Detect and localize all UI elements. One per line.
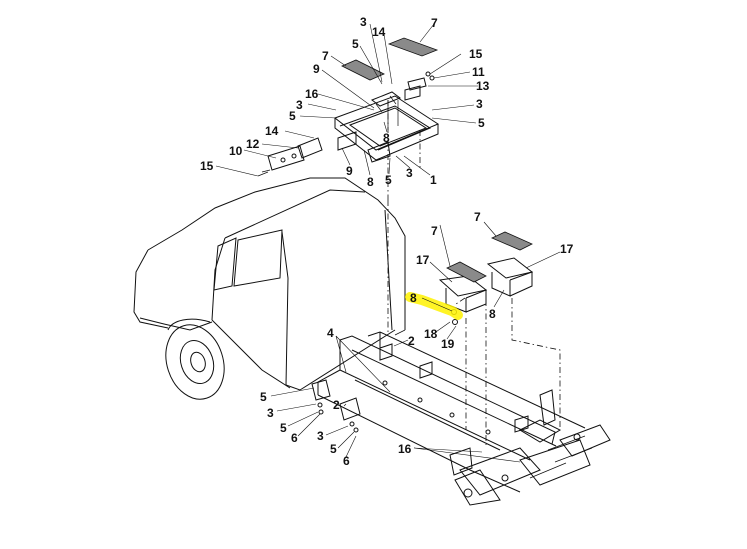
hardware-right-upper xyxy=(407,71,435,91)
callout-4-a: 4 xyxy=(327,326,334,340)
highlight-marker-item-8 xyxy=(405,292,463,320)
callout-17-b: 17 xyxy=(560,242,574,256)
callout-15-b: 15 xyxy=(200,159,214,173)
callout-16-b: 16 xyxy=(398,442,412,456)
callout-5-b: 5 xyxy=(289,109,296,123)
pad-top-left xyxy=(341,59,385,81)
callout-14-b: 14 xyxy=(265,124,279,138)
assembly-centerlines xyxy=(387,100,561,445)
callout-2-a: 2 xyxy=(408,334,415,348)
callout-6-b: 6 xyxy=(343,454,350,468)
callout-6-a: 6 xyxy=(291,431,298,445)
callout-8-b: 8 xyxy=(367,175,374,189)
callout-13-a: 13 xyxy=(476,79,490,93)
callout-8-d: 8 xyxy=(489,307,496,321)
callout-19-a: 19 xyxy=(441,337,455,351)
callout-15-a: 15 xyxy=(469,47,483,61)
callout-3-e: 3 xyxy=(267,406,274,420)
callout-7-c: 7 xyxy=(431,224,438,238)
mid-mount-left xyxy=(438,275,488,325)
callout-5-g: 5 xyxy=(330,442,337,456)
callout-7-d: 7 xyxy=(474,210,481,224)
callout-5-a: 5 xyxy=(352,37,359,51)
callout-9-a: 9 xyxy=(313,62,320,76)
callout-5-e: 5 xyxy=(260,390,267,404)
leader-lines xyxy=(215,23,561,463)
callout-3-c: 3 xyxy=(476,97,483,111)
callout-1-a: 1 xyxy=(430,173,437,187)
bracket-left-upper xyxy=(257,137,323,177)
callout-9-b: 9 xyxy=(346,164,353,178)
callout-5-d: 5 xyxy=(385,173,392,187)
callout-3-a: 3 xyxy=(360,15,367,29)
mount-bracket-left-middle xyxy=(339,397,361,433)
callout-10-a: 10 xyxy=(229,144,243,158)
mount-bracket-left-lower xyxy=(311,379,331,415)
callout-8-c: 8 xyxy=(410,291,417,305)
callout-3-b: 3 xyxy=(296,98,303,112)
truck-cab xyxy=(133,177,406,400)
chassis-frame xyxy=(317,331,611,506)
pad-middle-left xyxy=(446,261,487,283)
callout-labels: 3 14 7 5 7 15 9 11 13 16 3 3 5 5 8 14 12… xyxy=(200,15,574,468)
callout-14-a: 14 xyxy=(372,25,386,39)
callout-3-f: 3 xyxy=(317,429,324,443)
callout-17-a: 17 xyxy=(416,253,430,267)
callout-11-a: 11 xyxy=(472,65,485,79)
callout-7-a: 7 xyxy=(431,16,438,30)
callout-5-c: 5 xyxy=(478,116,485,130)
callout-2-b: 2 xyxy=(333,398,340,412)
callout-12-a: 12 xyxy=(246,137,260,151)
callout-18-a: 18 xyxy=(424,327,438,341)
callout-5-f: 5 xyxy=(280,421,287,435)
frame-assembly xyxy=(333,85,440,163)
pad-top-right xyxy=(387,37,439,57)
mid-mount-right xyxy=(486,257,534,297)
pad-middle-right xyxy=(491,231,533,251)
callout-16-a: 16 xyxy=(305,87,319,101)
highlight-stroke xyxy=(405,292,463,320)
callout-3-d: 3 xyxy=(406,166,413,180)
callout-7-b: 7 xyxy=(322,49,329,63)
callout-8-a: 8 xyxy=(383,131,390,145)
